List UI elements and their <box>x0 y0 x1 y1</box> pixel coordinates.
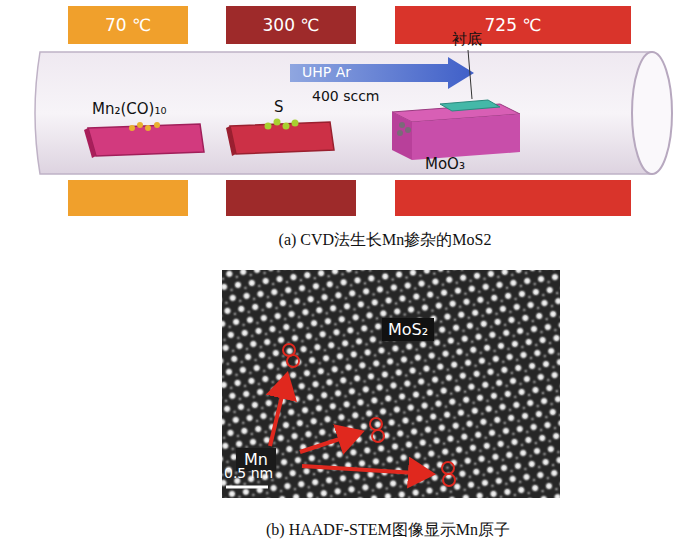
substrate-label: 衬底 <box>452 30 482 48</box>
substrate <box>440 100 500 111</box>
temp-zone-band: 300 ℃ <box>226 6 356 44</box>
boat-edge <box>226 126 236 156</box>
moo3-box-front <box>412 114 520 160</box>
scale-label: 0.5 nm <box>224 465 273 482</box>
moo3-box-side <box>392 112 412 160</box>
sulfur-grain <box>283 123 290 130</box>
precursor-grain <box>145 125 151 131</box>
node-text: MoS₂ <box>388 320 428 339</box>
precursor-label: Mn₂(CO)₁₀ <box>92 100 166 118</box>
stem-image <box>222 270 560 498</box>
moo3-powder <box>397 130 403 136</box>
gas-label: UHP Ar <box>302 64 351 81</box>
leader-line <box>468 50 472 99</box>
material-label-box: MoS₂ <box>382 318 434 341</box>
node-text: 70 ℃ <box>105 15 151 35</box>
quartz-tube <box>35 52 652 174</box>
precursor-grain <box>137 122 143 128</box>
moo3-powder <box>399 122 405 128</box>
tube-opening <box>632 52 672 174</box>
sulfur-label: S <box>274 98 284 116</box>
temp-band <box>226 180 356 216</box>
sulfur-grain <box>265 123 272 130</box>
subfigure-caption: (a) CVD法生长Mn掺杂的MoS2 <box>279 230 492 249</box>
precursor-grain <box>154 122 160 128</box>
temp-band <box>395 180 631 216</box>
temp-band <box>68 180 188 216</box>
temp-zone-band: 70 ℃ <box>68 6 188 44</box>
mn-leader-arrows <box>270 375 432 474</box>
mn-atom-markers <box>283 344 455 486</box>
subfigure-caption: (b) HAADF-STEM图像显示Mn原子 <box>266 520 510 539</box>
source-boat <box>88 124 204 156</box>
scale-bar <box>226 486 268 489</box>
precursor-grain <box>129 125 135 131</box>
sulfur-grain <box>274 119 281 126</box>
node-text: 300 ℃ <box>263 15 320 35</box>
sulfur-boat <box>230 122 334 154</box>
moo3-powder <box>405 127 411 133</box>
temp-zone-band: 725 ℃ <box>395 6 631 44</box>
node-text: 725 ℃ <box>485 15 542 35</box>
flow-rate-label: 400 sccm <box>312 88 380 105</box>
boat-edge <box>84 128 96 158</box>
gas-flow-arrow <box>290 57 474 89</box>
sulfur-grain <box>292 120 299 127</box>
moo3-label: MoO₃ <box>425 155 465 173</box>
